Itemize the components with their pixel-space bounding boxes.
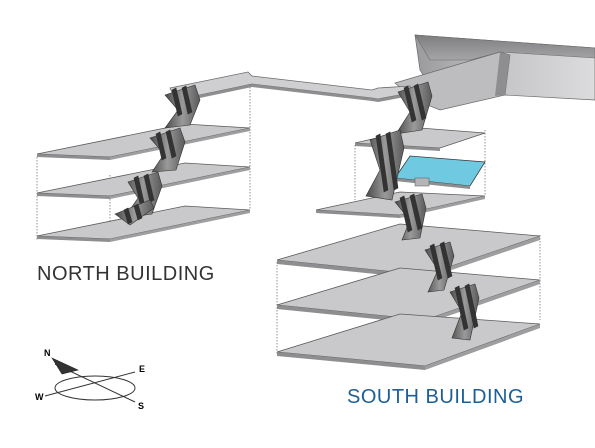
south-floor-1 xyxy=(276,313,541,370)
compass xyxy=(44,357,136,403)
escalator xyxy=(164,84,201,129)
north-arrow-icon xyxy=(51,357,79,375)
escalator xyxy=(394,193,427,241)
escalator xyxy=(114,199,155,226)
south-highlight-floor xyxy=(394,155,486,189)
skybridge-walkway xyxy=(169,71,411,103)
escalator xyxy=(365,129,405,201)
north-building xyxy=(36,84,251,242)
escalator xyxy=(149,127,186,173)
escalator xyxy=(395,81,433,135)
south-building xyxy=(276,127,541,370)
south-escalators xyxy=(365,81,480,341)
compass-north-label: N xyxy=(44,348,51,358)
compass-south-label: S xyxy=(138,401,145,411)
compass-west-label: W xyxy=(35,392,44,402)
compass-east-label: E xyxy=(139,364,146,374)
escalator xyxy=(449,283,480,341)
north-floor-3 xyxy=(36,123,251,160)
north-escalators xyxy=(114,84,201,226)
north-building-label: NORTH BUILDING xyxy=(37,263,215,285)
south-building-label: SOUTH BUILDING xyxy=(347,386,525,408)
escalator xyxy=(424,241,455,293)
